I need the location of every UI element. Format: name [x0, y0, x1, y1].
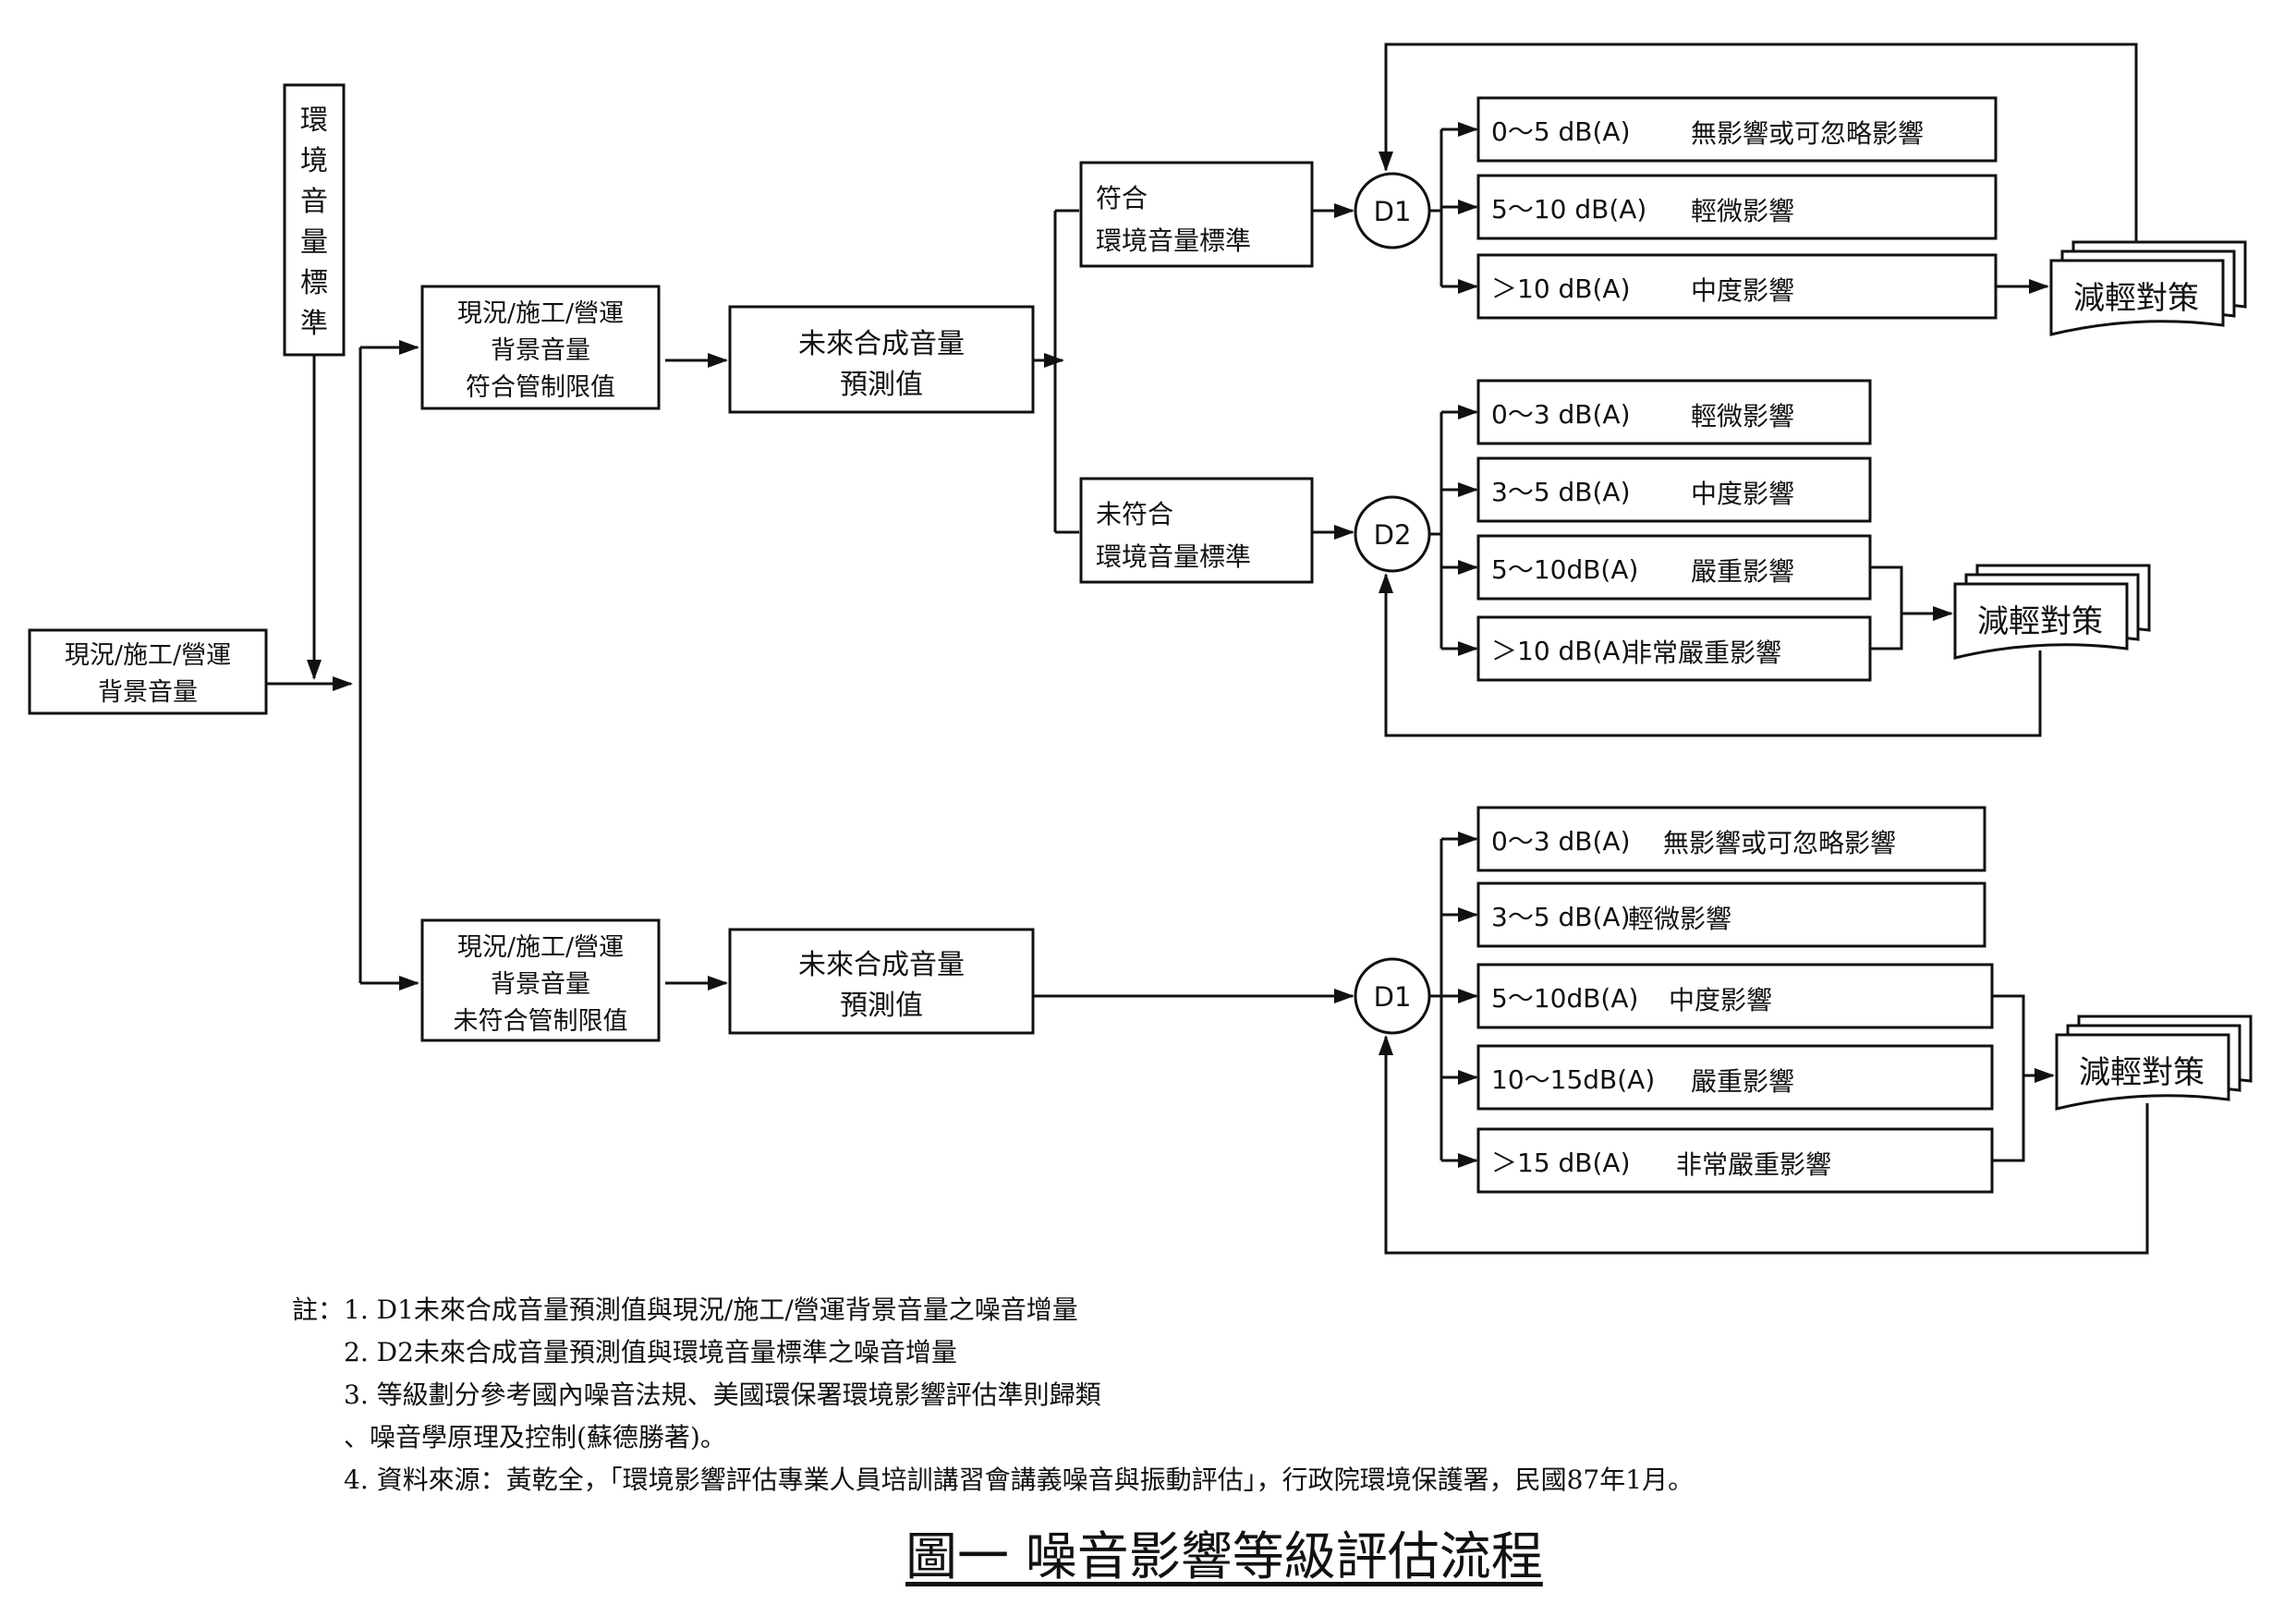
decision-d1-bottom: D1 — [1354, 957, 1431, 1035]
level-box: 3～5 dB(A) 輕微影響 — [1476, 881, 1986, 948]
note-row: 2. D2未來合成音量預測值與環境音量標準之噪音增量 — [259, 1331, 2107, 1374]
note-row: 3. 等級劃分參考國內噪音法規、美國環保署環境影響評估準則歸類 — [259, 1374, 2107, 1416]
mitigation-doc-bottom: 減輕對策 — [2055, 1015, 2253, 1111]
connectors — [266, 43, 2149, 1255]
note-row: 、噪音學原理及控制(蘇德勝著)。 — [259, 1416, 2107, 1459]
note-1: 1. D1未來合成音量預測值與現況/施工/營運背景音量之噪音增量 — [344, 1294, 1078, 1325]
figure-caption: 圖一 噪音影響等級評估流程 — [905, 1527, 1543, 1587]
decision-d2: D2 — [1354, 495, 1431, 573]
mitigation-label: 減輕對策 — [2073, 280, 2199, 317]
box-line: 未符合管制限值 — [454, 1007, 628, 1036]
noncompliant-box: 現況/施工/營運 背景音量 未符合管制限值 — [420, 918, 661, 1042]
env-standard-char: 環 — [300, 104, 328, 137]
level-range: 5～10dB(A) — [1491, 554, 1638, 585]
level-box: 5～10 dB(A) 輕微影響 — [1476, 174, 1998, 240]
box-line: 環境音量標準 — [1096, 541, 1251, 572]
note-row: 註：1. D1未來合成音量預測值與現況/施工/營運背景音量之噪音增量 — [259, 1289, 2107, 1331]
decision-label: D1 — [1374, 196, 1412, 227]
level-impact: 輕微影響 — [1691, 196, 1794, 226]
level-box: 0～5 dB(A) 無影響或可忽略影響 — [1476, 96, 1998, 163]
box-line: 背景音量 — [491, 336, 590, 365]
not-meets-standard-box: 未符合 環境音量標準 — [1079, 477, 1314, 584]
box-line: 未符合 — [1096, 499, 1173, 529]
env-standard-char: 準 — [300, 308, 328, 340]
box-line: 預測值 — [840, 369, 923, 401]
level-box: ＞10 dB(A) 中度影響 — [1476, 253, 1998, 320]
level-range: ＞15 dB(A) — [1491, 1148, 1631, 1178]
box-line: 背景音量 — [98, 678, 198, 707]
mitigation-label: 減輕對策 — [2079, 1054, 2205, 1091]
compliant-box: 現況/施工/營運 背景音量 符合管制限值 — [420, 285, 661, 410]
note-3a: 3. 等級劃分參考國內噪音法規、美國環保署環境影響評估準則歸類 — [344, 1379, 1101, 1410]
env-standard-char: 音 — [300, 186, 328, 218]
level-box: 5～10dB(A) 嚴重影響 — [1476, 534, 1872, 601]
level-impact: 無影響或可忽略影響 — [1663, 828, 1896, 858]
box-line: 現況/施工/營運 — [457, 299, 624, 328]
box-line: 現況/施工/營運 — [457, 933, 624, 962]
level-box: 3～5 dB(A) 中度影響 — [1476, 456, 1872, 523]
box-line: 環境音量標準 — [1096, 225, 1251, 256]
level-box: 10～15dB(A) 嚴重影響 — [1476, 1044, 1994, 1111]
level-box: ＞10 dB(A) 非常嚴重影響 — [1476, 615, 1872, 682]
box-line: 未來合成音量 — [798, 949, 965, 981]
decision-label: D1 — [1374, 981, 1412, 1013]
mitigation-doc-mid: 減輕對策 — [1953, 564, 2151, 660]
mitigation-label: 減輕對策 — [1977, 603, 2103, 640]
level-range: 0～5 dB(A) — [1491, 116, 1631, 147]
meets-standard-box: 符合 環境音量標準 — [1079, 161, 1314, 268]
box-line: 背景音量 — [491, 970, 590, 999]
env-standard-box: 環 境 音 量 標 準 — [283, 83, 346, 357]
level-box: ＞15 dB(A) 非常嚴重影響 — [1476, 1127, 1994, 1194]
note-3b: 、噪音學原理及控制(蘇德勝著)。 — [344, 1422, 726, 1452]
prediction-box-top: 未來合成音量 預測值 — [728, 305, 1035, 414]
level-range: 5～10dB(A) — [1491, 983, 1638, 1014]
level-impact: 嚴重影響 — [1691, 1066, 1794, 1097]
notes-lead: 註： — [291, 1294, 344, 1325]
level-range: ＞10 dB(A) — [1491, 273, 1631, 304]
decision-d1-top: D1 — [1354, 172, 1431, 249]
box-line: 符合 — [1096, 183, 1148, 213]
note-2: 2. D2未來合成音量預測值與環境音量標準之噪音增量 — [344, 1337, 957, 1367]
level-box: 0～3 dB(A) 無影響或可忽略影響 — [1476, 806, 1986, 872]
level-impact: 嚴重影響 — [1691, 556, 1794, 587]
note-4: 4. 資料來源：黃乾全，「環境影響評估專業人員培訓講習會講義噪音與振動評估」，行… — [344, 1464, 1695, 1495]
env-standard-char: 標 — [300, 267, 328, 299]
level-range: 0～3 dB(A) — [1491, 826, 1631, 857]
level-impact: 非常嚴重影響 — [1676, 1149, 1831, 1180]
level-box: 0～3 dB(A) 輕微影響 — [1476, 379, 1872, 445]
level-range: 3～5 dB(A) — [1491, 477, 1631, 507]
prediction-box-bottom: 未來合成音量 預測值 — [728, 928, 1035, 1035]
level-range: ＞10 dB(A) — [1491, 636, 1631, 666]
box-line: 未來合成音量 — [798, 328, 965, 360]
level-range: 3～5 dB(A) — [1491, 902, 1631, 932]
env-standard-char: 量 — [300, 226, 328, 259]
level-impact: 無影響或可忽略影響 — [1691, 118, 1924, 149]
level-impact: 中度影響 — [1669, 985, 1772, 1015]
box-line: 預測值 — [840, 990, 923, 1022]
note-row: 4. 資料來源：黃乾全，「環境影響評估專業人員培訓講習會講義噪音與振動評估」，行… — [259, 1459, 2107, 1501]
env-standard-char: 境 — [300, 145, 328, 177]
box-line: 現況/施工/營運 — [65, 641, 231, 670]
level-impact: 中度影響 — [1691, 275, 1794, 306]
level-impact: 輕微影響 — [1691, 401, 1794, 431]
level-box: 5～10dB(A) 中度影響 — [1476, 963, 1994, 1029]
level-impact: 輕微影響 — [1628, 904, 1731, 934]
decision-label: D2 — [1374, 519, 1412, 551]
mitigation-doc-top: 減輕對策 — [2049, 240, 2247, 336]
level-impact: 非常嚴重影響 — [1626, 638, 1781, 668]
background-volume-box: 現況/施工/營運 背景音量 — [28, 628, 268, 715]
level-range: 0～3 dB(A) — [1491, 399, 1631, 430]
level-range: 5～10 dB(A) — [1491, 194, 1646, 225]
level-impact: 中度影響 — [1691, 479, 1794, 509]
level-range: 10～15dB(A) — [1491, 1064, 1655, 1095]
box-line: 符合管制限值 — [466, 373, 615, 402]
notes: 註：1. D1未來合成音量預測值與現況/施工/營運背景音量之噪音增量 2. D2… — [259, 1289, 2107, 1501]
